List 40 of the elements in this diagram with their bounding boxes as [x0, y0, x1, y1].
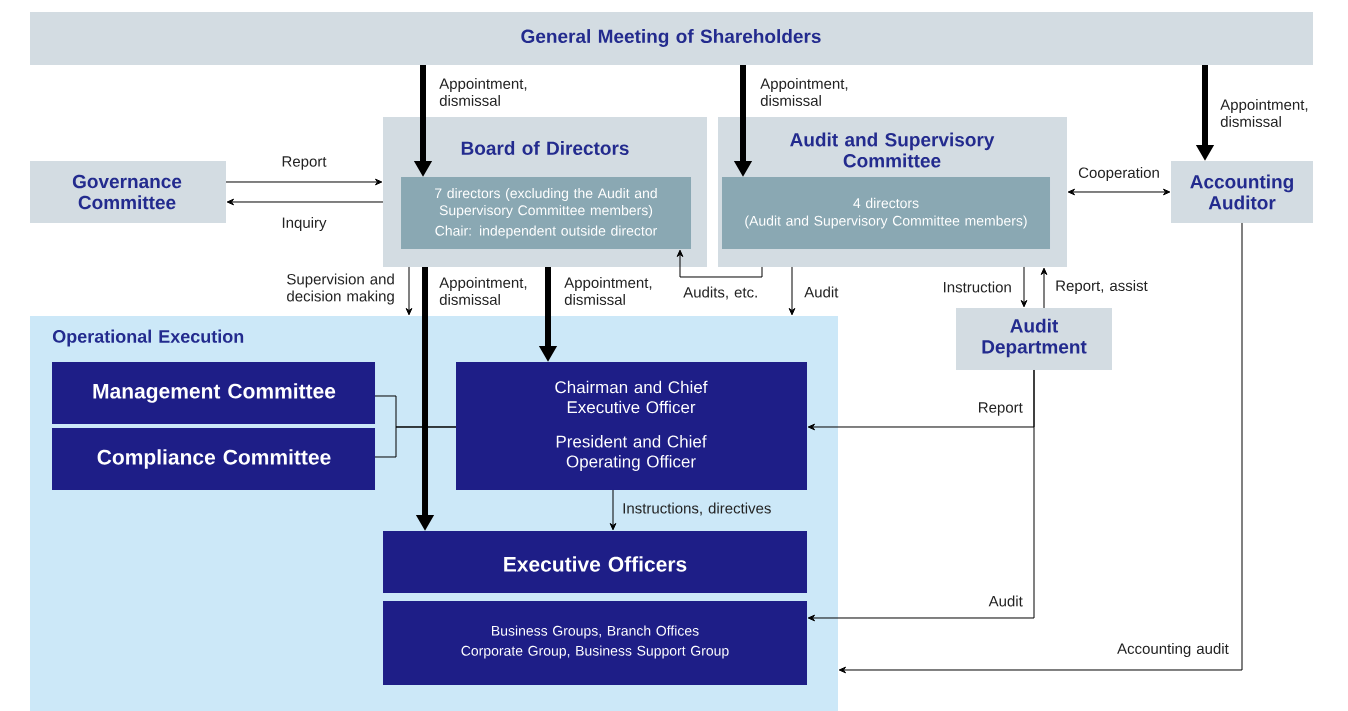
arrow [225, 178, 383, 186]
arrow [788, 266, 796, 316]
arrow [1020, 266, 1028, 308]
edge-label: Appointment, dismissal [439, 78, 527, 106]
edge-label: Report [979, 402, 1023, 416]
org-box: 4 directors (Audit and Supervisory Committee members) [722, 177, 1050, 249]
edge-label: Accounting audit [1117, 643, 1229, 657]
org-box: Compliance Committee [52, 428, 375, 490]
edge-label: Supervision and decision making [287, 273, 394, 305]
arrow [676, 249, 763, 278]
edge-label: Inquiry [282, 217, 327, 231]
org-box: 7 directors (excluding the Audit and Supervisory Committee members) Chair: independent outside director [401, 177, 691, 249]
edge-label: Appointment, dismissal [1220, 99, 1308, 127]
edge-label: Instruction [944, 281, 1011, 293]
arrow [405, 266, 413, 316]
edge-label: Report [282, 156, 327, 170]
edge-label: Appointment, dismissal [564, 277, 652, 305]
org-box: Business Groups, Branch Offices Corporate Group, Business Support Group [383, 601, 807, 685]
meeting-band: General Meeting of Shareholders [30, 12, 1313, 65]
arrow [838, 222, 1243, 674]
edge-label: Audit [988, 595, 1023, 607]
org-box: Accounting Auditor [1171, 161, 1313, 223]
edge-label: Audits, etc. [683, 286, 757, 300]
arrow [807, 369, 1035, 622]
org-box: Governance Committee [30, 161, 226, 223]
org-box: Audit Department [956, 308, 1112, 370]
arrow [1040, 267, 1048, 309]
edge-label: Cooperation [1078, 167, 1159, 181]
arrow [226, 198, 384, 206]
org-box: Executive Officers [383, 531, 807, 593]
arrow [609, 489, 617, 531]
edge-label: Instructions, directives [623, 502, 771, 516]
org-box: Management Committee [52, 362, 375, 424]
edge-label: Appointment, dismissal [760, 78, 848, 106]
arrow [1067, 188, 1171, 196]
edge-label: Audit [804, 286, 839, 298]
org-box: Chairman and Chief Executive Officer President and Chief Operating Officer [456, 362, 807, 490]
edge-label: Report, assist [1056, 280, 1148, 294]
edge-label: Appointment, dismissal [439, 277, 527, 305]
connector-line [374, 426, 457, 458]
